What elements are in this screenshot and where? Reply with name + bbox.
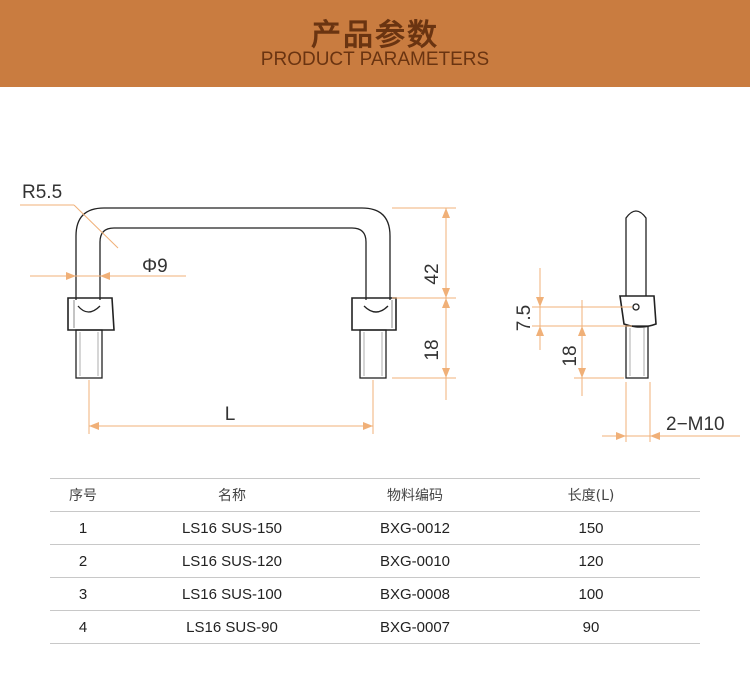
row-length: 150 <box>578 519 604 537</box>
technical-drawing: R5.5 Φ9 42 18 L 7.5 18 2−M10 <box>20 182 740 442</box>
row-material-code: BXG-0010 <box>379 552 451 570</box>
side-arrowheads <box>536 297 660 440</box>
side-offset-label: 7.5 <box>514 305 535 331</box>
front-arrowheads <box>66 208 450 430</box>
page-subtitle: PRODUCT PARAMETERS <box>260 49 490 70</box>
diameter-label: Φ9 <box>142 256 168 277</box>
parameter-table: 序号 名称 物料编码 长度(L) 1 LS16 SUS-150 BXG-0012… <box>50 478 700 644</box>
header-name: 名称 <box>218 488 246 504</box>
handle-front-view <box>67 207 397 379</box>
row-length: 90 <box>582 618 600 636</box>
table-row: 3 LS16 SUS-100 BXG-0008 100 <box>50 578 700 611</box>
thread-length-label: 18 <box>422 339 443 360</box>
height-label: 42 <box>422 263 443 284</box>
length-label: L <box>225 404 236 425</box>
table-row: 4 LS16 SUS-90 BXG-0007 90 <box>50 611 700 644</box>
row-index: 4 <box>78 618 88 636</box>
table-row: 2 LS16 SUS-120 BXG-0010 120 <box>50 545 700 578</box>
row-index: 2 <box>78 552 88 570</box>
row-index: 3 <box>78 585 88 603</box>
row-name: LS16 SUS-120 <box>181 552 283 570</box>
row-material-code: BXG-0007 <box>379 618 451 636</box>
table-row: 1 LS16 SUS-150 BXG-0012 150 <box>50 512 700 545</box>
header-index: 序号 <box>69 488 97 504</box>
row-name: LS16 SUS-90 <box>186 618 278 636</box>
row-material-code: BXG-0008 <box>379 585 451 603</box>
row-length: 100 <box>578 585 604 603</box>
header-banner: 产品参数 PRODUCT PARAMETERS <box>0 0 750 87</box>
row-length: 120 <box>578 552 604 570</box>
header-length: 长度(L) <box>567 488 615 504</box>
header-material-code: 物料编码 <box>387 488 443 504</box>
side-thread-label: 18 <box>560 345 581 366</box>
thread-spec-label: 2−M10 <box>666 414 725 435</box>
row-name: LS16 SUS-150 <box>181 519 283 537</box>
radius-label: R5.5 <box>22 182 62 203</box>
handle-side-view <box>619 210 657 379</box>
table-header-row: 序号 名称 物料编码 长度(L) <box>50 479 700 512</box>
row-index: 1 <box>78 519 88 537</box>
row-material-code: BXG-0012 <box>379 519 451 537</box>
row-name: LS16 SUS-100 <box>181 585 283 603</box>
page-title: 产品参数 <box>311 18 439 53</box>
